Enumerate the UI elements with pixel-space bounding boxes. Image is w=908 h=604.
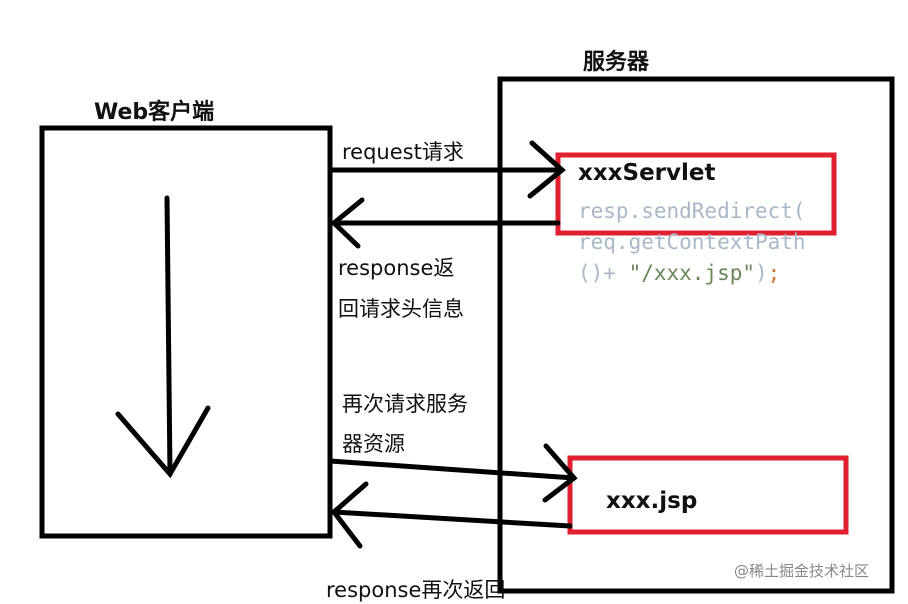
client-box: [39, 125, 333, 539]
request-again-label-line-2: 器资源: [342, 432, 405, 456]
request-label: request请求: [342, 140, 464, 164]
watermark: @稀土掘金技术社区: [734, 562, 870, 580]
code-string-part: "/xxx.jsp": [628, 261, 756, 285]
response-again-arrow: [330, 481, 573, 549]
response-label-line-1: response返: [338, 256, 455, 280]
servlet-highlight-box: [555, 152, 837, 236]
response-again-label: response再次返回: [326, 578, 506, 602]
server-title: 服务器: [583, 50, 650, 75]
response-arrow: [330, 197, 561, 249]
servlet-name: xxxServlet: [578, 160, 716, 186]
code-close-part: ): [755, 261, 768, 285]
server-box: [497, 76, 895, 594]
response-label-line-2: 回请求头信息: [338, 297, 464, 321]
code-semicolon: ;: [767, 261, 781, 285]
servlet-code-line-3: ()+ "/xxx.jsp");: [578, 258, 780, 289]
request-again-label-line-1: 再次请求服务: [342, 392, 468, 416]
request-again-arrow: [327, 443, 578, 503]
client-flow-arrow: [115, 195, 211, 479]
jsp-name: xxx.jsp: [606, 488, 698, 514]
servlet-code-line-2: req.getContextPath: [578, 230, 806, 254]
jsp-highlight-box: [567, 455, 849, 535]
servlet-code-line-1: resp.sendRedirect(: [578, 199, 806, 223]
code-call-part: ()+: [578, 261, 629, 285]
client-title: Web客户端: [94, 100, 215, 125]
request-arrow: [327, 140, 566, 199]
